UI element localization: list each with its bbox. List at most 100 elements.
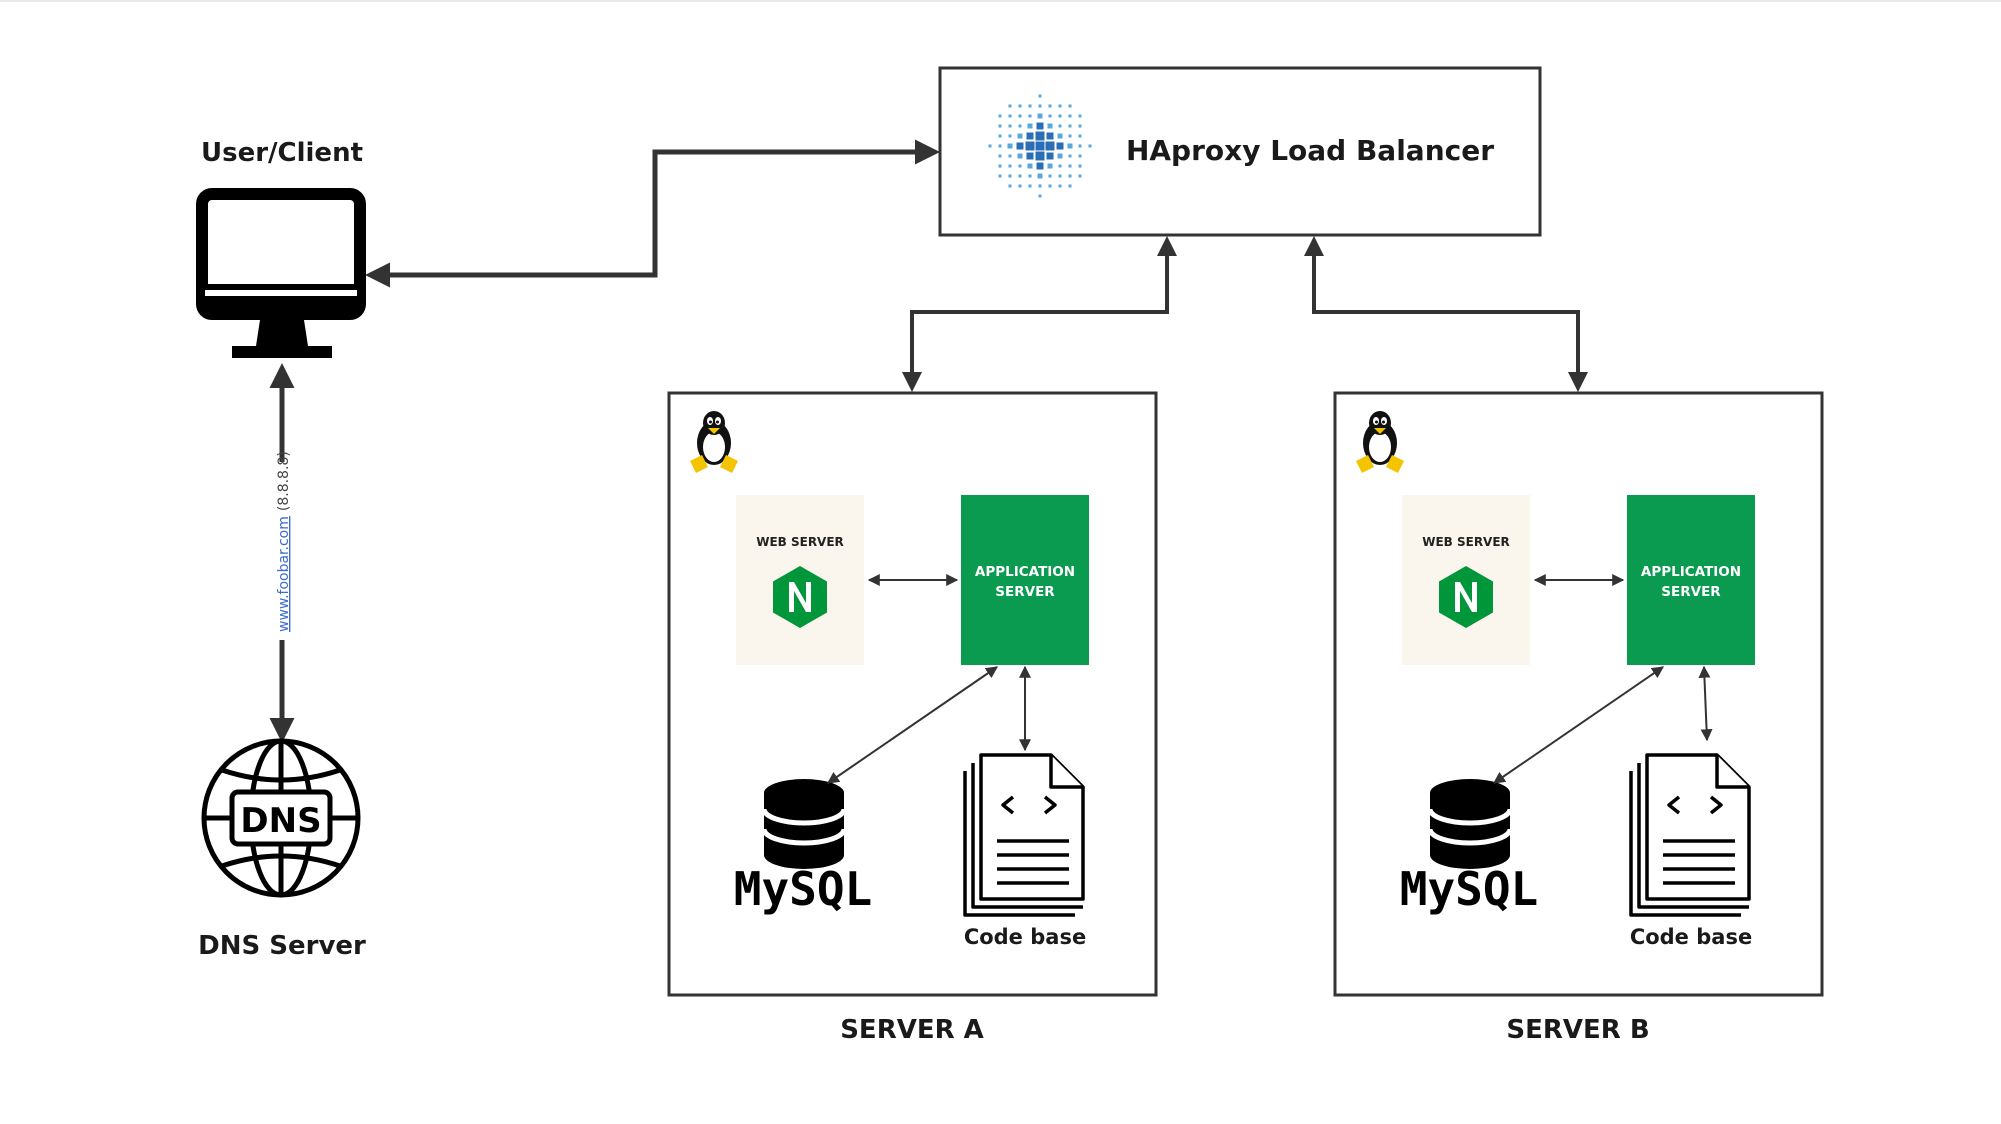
mysql-label: MySQL xyxy=(734,862,872,916)
dns-link-label: www.foobar.com (8.8.8.8) xyxy=(276,451,292,632)
haproxy-logo-dot xyxy=(1028,104,1032,108)
haproxy-logo-dot xyxy=(1048,174,1052,178)
haproxy-logo-dot xyxy=(1048,114,1052,118)
app-db-connector xyxy=(827,666,998,784)
server-b-label: SERVER B xyxy=(1506,1015,1649,1045)
haproxy-logo-dot xyxy=(1017,133,1023,139)
app-server-label-line1: APPLICATION xyxy=(1641,564,1741,580)
haproxy-logo-icon xyxy=(988,94,1092,198)
haproxy-logo-dot xyxy=(1018,114,1022,118)
dns-url-link[interactable]: www.foobar.com xyxy=(276,516,292,632)
haproxy-logo-dot xyxy=(998,124,1002,128)
haproxy-logo-dot xyxy=(1018,104,1022,108)
dns-ip-text: (8.8.8.8) xyxy=(276,451,292,511)
database-icon xyxy=(1430,779,1510,869)
haproxy-logo-dot xyxy=(1088,144,1092,148)
haproxy-logo-dot xyxy=(1036,122,1044,130)
monitor-icon xyxy=(196,188,366,358)
haproxy-logo-dot xyxy=(998,154,1002,158)
haproxy-logo-dot xyxy=(1008,104,1012,108)
haproxy-logo-dot xyxy=(1035,151,1045,161)
haproxy-logo-dot xyxy=(998,114,1002,118)
haproxy-logo-dot xyxy=(1058,174,1062,178)
haproxy-logo-dot xyxy=(1038,104,1042,108)
code-base-label: Code base xyxy=(964,925,1086,949)
app-server-box xyxy=(1627,495,1755,665)
haproxy-logo-dot xyxy=(1018,164,1022,168)
haproxy-logo-dot xyxy=(1068,104,1072,108)
haproxy-logo-dot xyxy=(1048,104,1052,108)
haproxy-logo-dot xyxy=(1018,184,1022,188)
server-a: WEB SERVER APPLICATION SERVER MySQL Code… xyxy=(667,391,1158,997)
web-server-label: WEB SERVER xyxy=(1422,535,1510,549)
load-balancer-label: HAproxy Load Balancer xyxy=(1126,134,1494,167)
haproxy-logo-dot xyxy=(1058,104,1062,108)
haproxy-logo-dot xyxy=(1078,174,1082,178)
lb-server-b-connector xyxy=(1304,236,1588,392)
code-file-icon xyxy=(1629,753,1751,917)
haproxy-logo-dot xyxy=(998,174,1002,178)
haproxy-logo-dot xyxy=(1035,131,1045,141)
client-lb-connector xyxy=(365,139,940,288)
haproxy-logo-dot xyxy=(1025,141,1035,151)
haproxy-logo-dot xyxy=(1038,94,1042,98)
haproxy-logo-dot xyxy=(988,144,992,148)
haproxy-logo-dot xyxy=(998,144,1002,148)
haproxy-logo-dot xyxy=(1008,184,1012,188)
haproxy-logo-dot xyxy=(1058,184,1062,188)
top-border xyxy=(0,0,2001,2)
haproxy-logo-dot xyxy=(998,164,1002,168)
haproxy-logo-dot xyxy=(1068,184,1072,188)
haproxy-logo-dot xyxy=(1018,174,1022,178)
haproxy-logo-dot xyxy=(1058,124,1062,128)
haproxy-logo-dot xyxy=(1028,184,1032,188)
dns-server-label: DNS Server xyxy=(198,931,366,961)
haproxy-logo-dot xyxy=(1068,124,1072,128)
haproxy-logo-dot xyxy=(1078,144,1082,148)
haproxy-logo-dot xyxy=(1046,152,1054,160)
code-file-icon xyxy=(963,753,1085,917)
haproxy-logo-dot xyxy=(1035,141,1045,151)
mysql-label: MySQL xyxy=(1400,862,1538,916)
haproxy-logo-dot xyxy=(1027,163,1033,169)
haproxy-logo-dot xyxy=(1007,143,1013,149)
app-server-box xyxy=(961,495,1089,665)
database-icon xyxy=(764,779,844,869)
app-server-label-line1: APPLICATION xyxy=(975,564,1075,580)
haproxy-logo-dot xyxy=(1046,132,1054,140)
app-server-label-line2: SERVER xyxy=(995,584,1055,600)
haproxy-logo-dot xyxy=(1038,184,1042,188)
haproxy-logo-dot xyxy=(1017,153,1023,159)
haproxy-logo-dot xyxy=(1008,164,1012,168)
haproxy-logo-dot xyxy=(1038,194,1042,198)
haproxy-logo-dot xyxy=(1068,114,1072,118)
haproxy-logo-dot xyxy=(1036,162,1044,170)
haproxy-logo-dot xyxy=(1008,134,1012,138)
dns-globe-icon: DNS xyxy=(201,738,361,898)
client-label: User/Client xyxy=(201,138,363,168)
haproxy-logo-dot xyxy=(1056,142,1064,150)
lb-server-a-connector xyxy=(902,236,1177,392)
haproxy-logo-dot xyxy=(1026,152,1034,160)
haproxy-logo-dot xyxy=(1008,114,1012,118)
haproxy-logo-dot xyxy=(1078,124,1082,128)
haproxy-logo-dot xyxy=(1047,123,1053,129)
code-base-label: Code base xyxy=(1630,925,1752,949)
haproxy-logo-dot xyxy=(1068,154,1072,158)
haproxy-logo-dot xyxy=(1078,134,1082,138)
haproxy-logo-dot xyxy=(1047,163,1053,169)
haproxy-logo-dot xyxy=(1058,114,1062,118)
haproxy-logo-dot xyxy=(1045,141,1055,151)
haproxy-logo-dot xyxy=(1058,164,1062,168)
haproxy-logo-dot xyxy=(1067,143,1073,149)
haproxy-logo-dot xyxy=(1078,164,1082,168)
haproxy-logo-dot xyxy=(1078,154,1082,158)
dns-badge-text: DNS xyxy=(240,801,321,841)
haproxy-logo-dot xyxy=(1008,174,1012,178)
haproxy-logo-dot xyxy=(1068,164,1072,168)
app-code-connector xyxy=(1698,665,1713,742)
haproxy-logo-dot xyxy=(1057,153,1063,159)
haproxy-logo-dot xyxy=(1026,132,1034,140)
haproxy-logo-dot xyxy=(1037,113,1043,119)
